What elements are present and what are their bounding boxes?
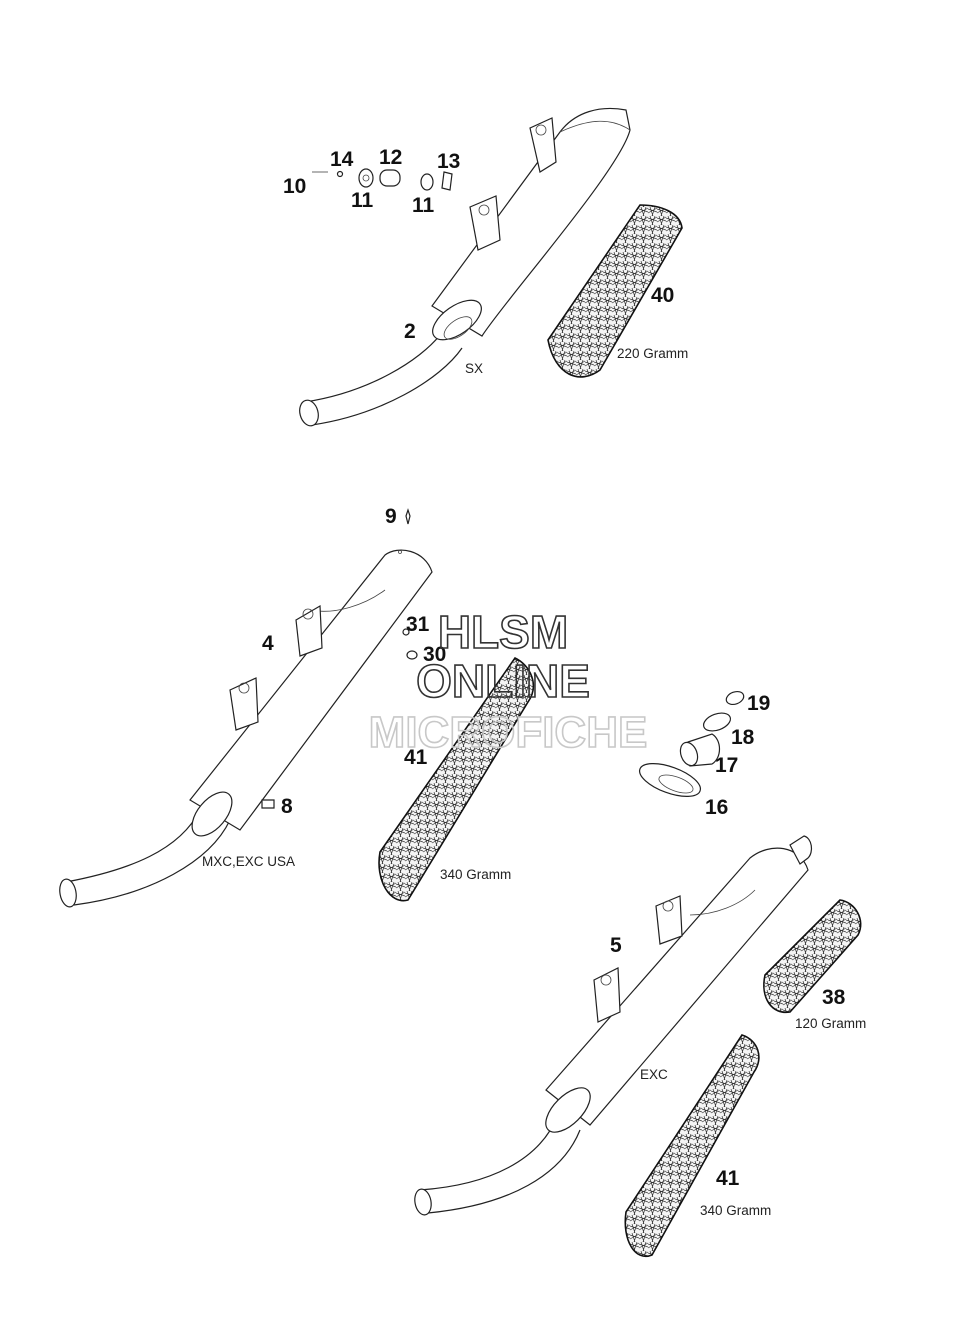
- packing-40: [547, 204, 683, 378]
- callout-30: 30: [423, 643, 446, 666]
- variant-label-exc: EXC: [640, 1067, 668, 1082]
- fasteners-middle: [261, 508, 418, 809]
- callout-16: 16: [705, 796, 728, 819]
- packing-41-upper: [378, 656, 534, 902]
- callout-40: 40: [651, 284, 674, 307]
- callout-31: 31: [406, 613, 430, 636]
- callout-4: 4: [262, 632, 274, 655]
- weight-label-38: 120 Gramm: [795, 1016, 866, 1031]
- watermark: HLSM ONLINE MICROFICHE: [368, 605, 648, 758]
- callout-14: 14: [330, 148, 354, 171]
- callout-18: 18: [731, 726, 755, 749]
- callout-2: 2: [404, 320, 416, 343]
- weight-label-41-upper: 340 Gramm: [440, 867, 511, 882]
- callout-11-b: 11: [412, 194, 435, 217]
- callout-38: 38: [822, 986, 846, 1009]
- callout-11: 11: [351, 189, 374, 212]
- callout-5: 5: [610, 934, 622, 957]
- callout-41-b: 41: [716, 1167, 740, 1190]
- packing-41-lower: [624, 1034, 760, 1258]
- callout-17: 17: [715, 754, 738, 777]
- callout-8: 8: [281, 795, 293, 818]
- callout-41: 41: [404, 746, 428, 769]
- callout-19: 19: [747, 692, 770, 715]
- weight-label-41-lower: 340 Gramm: [700, 1203, 771, 1218]
- watermark-line-1: HLSM: [438, 606, 568, 658]
- end-cap-group: [639, 690, 745, 798]
- silencer-exc: [414, 835, 813, 1216]
- fastener-group-top: [312, 168, 453, 191]
- weight-label-40: 220 Gramm: [617, 346, 688, 361]
- variant-label-sx: SX: [465, 361, 483, 376]
- callout-10: 10: [283, 175, 306, 198]
- silencer-mxc-exc-usa: [59, 549, 433, 908]
- silencer-sx: [299, 107, 631, 427]
- variant-label-mxc: MXC,EXC USA: [202, 854, 295, 869]
- callout-9: 9: [385, 505, 397, 528]
- watermark-line-2: ONLINE: [416, 655, 590, 707]
- callout-12: 12: [379, 146, 402, 169]
- packing-38: [763, 899, 862, 1014]
- watermark-line-3: MICROFICHE: [369, 708, 648, 757]
- callout-13: 13: [437, 150, 460, 173]
